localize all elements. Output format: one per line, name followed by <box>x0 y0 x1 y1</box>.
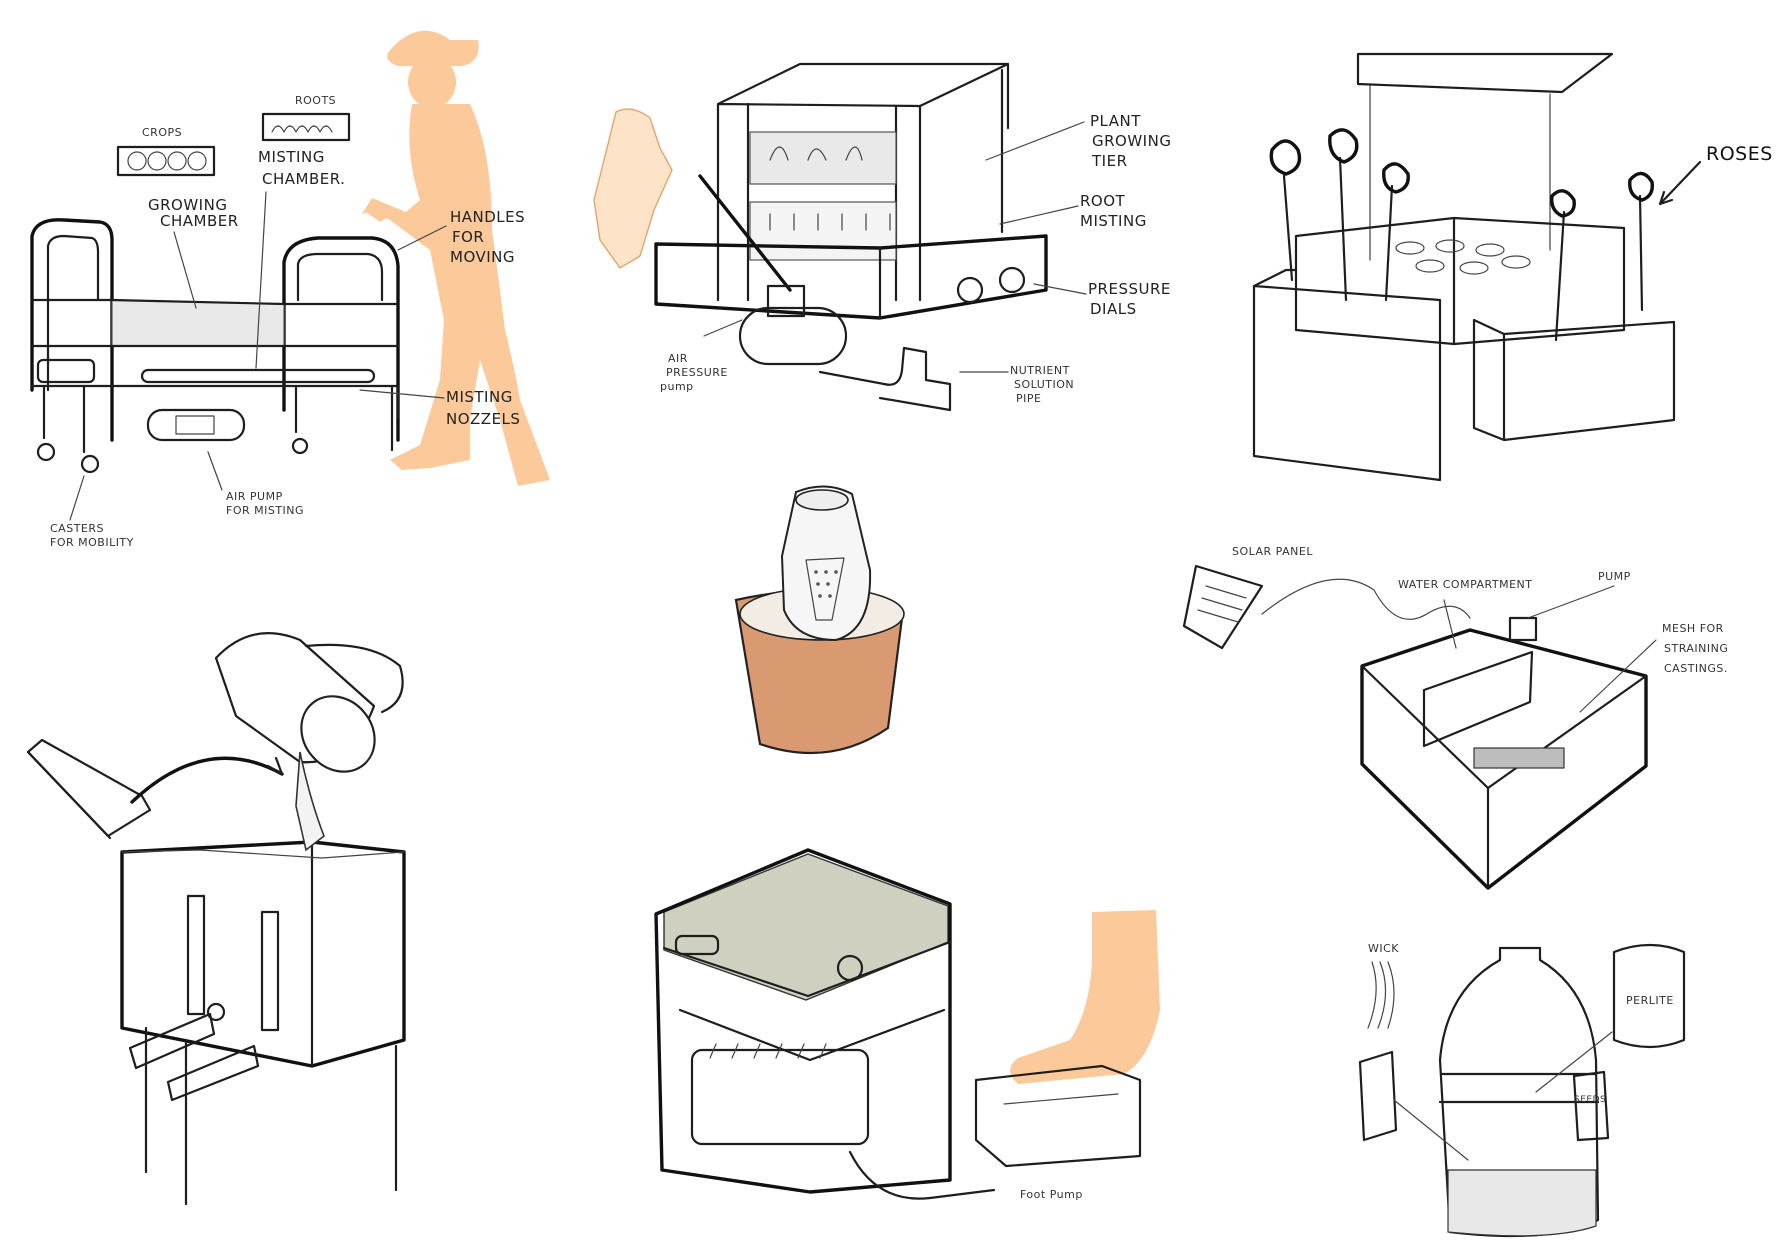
crops-label: CROPS <box>142 126 182 139</box>
pour-arrow <box>132 758 282 802</box>
sketch-wick-bottle: WICK PERLITE SEEDS <box>1360 942 1684 1236</box>
air-pump-label: AIR PUMP FOR MISTING <box>226 490 304 517</box>
plant-growing-tier <box>750 132 896 184</box>
mesh-screen <box>1474 748 1564 768</box>
bin-spouts <box>130 1014 258 1100</box>
growing-chamber-label: GROWING CHAMBER <box>148 196 239 230</box>
sketch-compost-bin <box>28 633 404 1204</box>
roses-label: ROSES <box>1706 143 1773 165</box>
crops-callout: CROPS <box>118 126 214 175</box>
foot-silhouette <box>1010 910 1160 1084</box>
seeds-label: SEEDS <box>1574 1095 1606 1105</box>
solar-panel-label: SOLAR PANEL <box>1232 545 1313 558</box>
wick-label: WICK <box>1368 942 1399 955</box>
pressure-dials-label: PRESSURE DIALS <box>1088 280 1176 318</box>
water-surface <box>664 854 948 1000</box>
pump-unit <box>1510 618 1536 640</box>
sketch-foot-pump-bin: Foot Pump <box>656 850 1160 1201</box>
foot-pump-label: Foot Pump <box>1020 1188 1083 1201</box>
root-misting-label: ROOT MISTING <box>1080 192 1147 230</box>
air-pump <box>148 410 244 440</box>
sketch-tiered-aeroponic-unit: PLANT GROWING TIER ROOT MISTING PRESSURE… <box>594 64 1177 410</box>
misting-nozzle-tube <box>142 370 374 382</box>
mesh-label: MESH FOR STRAINING CASTINGS. <box>1662 622 1732 675</box>
casters-label: CASTERS FOR MOBILITY <box>50 522 134 549</box>
planter-right-box <box>1474 320 1674 440</box>
root-misting-tier <box>750 202 896 260</box>
plant-tier-label: PLANT GROWING TIER <box>1090 112 1177 170</box>
nutrient-pipe-label: NUTRIENT SOLUTION PIPE <box>1010 364 1078 405</box>
roots-callout: ROOTS <box>263 94 349 140</box>
sketch1-leader-lines <box>70 192 446 520</box>
wick-strands <box>1368 962 1394 1028</box>
water-compartment-label: WATER COMPARTMENT <box>1398 578 1533 591</box>
roots-label: ROOTS <box>295 94 336 107</box>
pouring-bucket <box>216 633 403 850</box>
canopy <box>1358 54 1612 92</box>
solar-panel <box>1184 566 1262 648</box>
caster-wheels <box>38 439 307 472</box>
sketch-self-watering-pot <box>736 486 904 753</box>
air-pump-label-2: AIR PRESSURE pump <box>660 352 732 393</box>
planter-left-box <box>1254 270 1440 480</box>
nutrient-solution-pipe <box>820 348 950 410</box>
rose-blooms <box>1271 130 1652 216</box>
foot-pump <box>976 1066 1140 1166</box>
sketch-aeroponic-cart: CROPS ROOTS MISTING CHAMBER. GROWING CHA… <box>32 31 550 549</box>
bin-viewing-slots <box>188 896 278 1030</box>
misting-chamber-label: MISTING CHAMBER. <box>258 148 345 188</box>
foot-pump-hose <box>850 1152 994 1199</box>
root-chamber <box>692 1050 868 1144</box>
pump-label: PUMP <box>1598 570 1631 583</box>
sketch-solar-sieve: SOLAR PANEL WATER COMPARTMENT PUMP MESH … <box>1184 545 1732 888</box>
bin-lid <box>28 740 150 836</box>
planter-holes <box>1396 240 1530 274</box>
perlite-label: PERLITE <box>1626 994 1674 1007</box>
unit-base <box>656 236 1046 318</box>
seed-packet <box>1574 1072 1608 1140</box>
sketch-rose-planter: ROSES <box>1254 54 1773 480</box>
